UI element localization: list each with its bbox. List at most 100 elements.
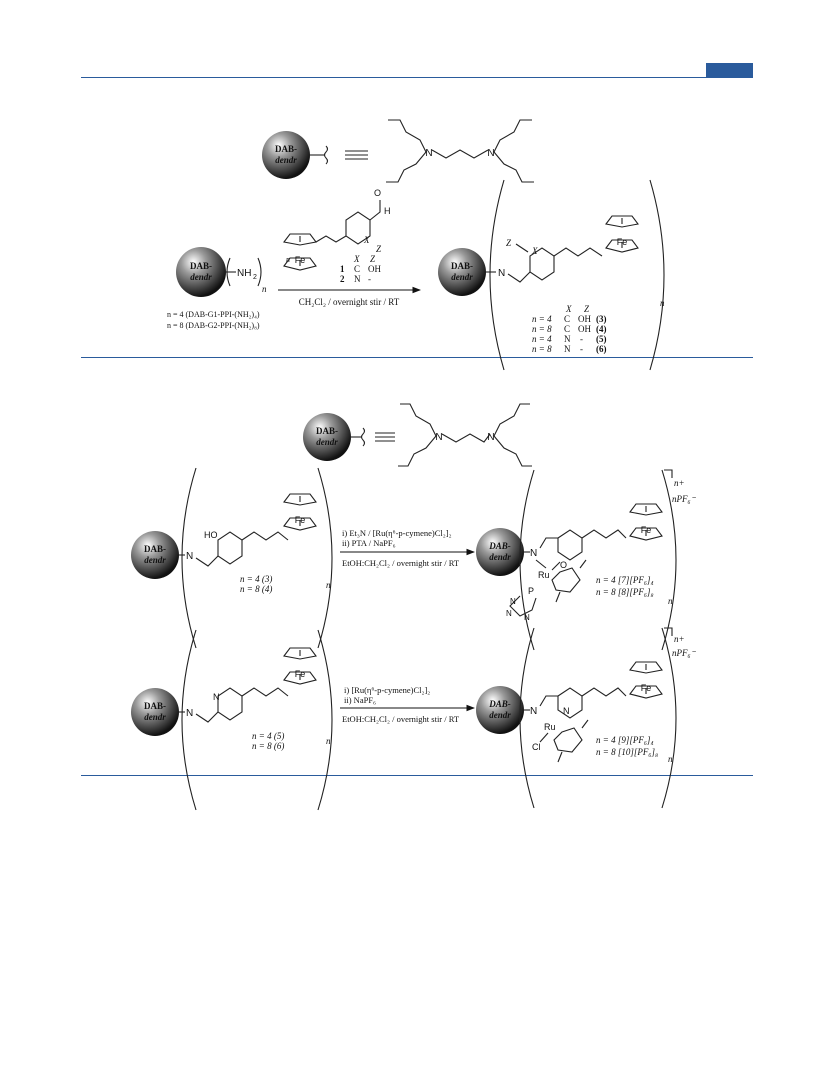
conditions-3a: i) [Ru(η⁶-p-cymene)Cl₂]₂ <box>344 685 430 695</box>
svg-text:N: N <box>530 548 537 559</box>
header-tab-block <box>706 63 753 77</box>
svg-text:Z: Z <box>376 244 382 254</box>
svg-text:DAB-: DAB- <box>190 261 212 271</box>
dab-skeleton: N N <box>386 119 534 183</box>
svg-text:n: n <box>262 284 267 294</box>
svg-text:n+: n+ <box>674 478 685 488</box>
n-atom-left: N <box>425 148 432 159</box>
svg-text:n = 4: n = 4 <box>532 334 552 344</box>
svg-text:C: C <box>354 264 360 274</box>
start-3-4: DAB- dendr N HO Fe n <box>131 467 333 649</box>
product-label-7: n = 4 [7][PF₆]₄ <box>596 575 654 585</box>
svg-text:C: C <box>564 314 570 324</box>
svg-text:-: - <box>368 274 371 284</box>
svg-text:N: N <box>213 692 220 702</box>
svg-text:X: X <box>531 246 538 256</box>
svg-text:(5): (5) <box>596 334 607 344</box>
svg-text:N: N <box>564 334 571 344</box>
svg-text:NH: NH <box>237 268 251 279</box>
svg-text:N: N <box>498 268 505 279</box>
svg-text:O: O <box>374 188 381 198</box>
svg-text:Ru: Ru <box>538 570 550 580</box>
svg-text:dendr: dendr <box>316 437 338 447</box>
svg-text:OH: OH <box>578 324 591 334</box>
svg-text:dendr: dendr <box>144 712 166 722</box>
n-atom-right: N <box>487 148 494 159</box>
start-label-n8: n = 8 (DAB-G2-PPI-(NH₂)₈) <box>167 321 260 330</box>
svg-text:X: X <box>353 254 360 264</box>
product-label-8: n = 8 [8][PF₆]₈ <box>596 587 654 597</box>
svg-text:n = 4: n = 4 <box>532 314 552 324</box>
svg-text:dendr: dendr <box>190 272 212 282</box>
svg-text:DAB-: DAB- <box>316 426 338 436</box>
svg-text:Z: Z <box>370 254 376 264</box>
start-label-6: n = 8 (6) <box>252 741 284 751</box>
svg-text:2: 2 <box>340 274 345 284</box>
svg-text:Cl: Cl <box>532 742 541 752</box>
svg-text:HO: HO <box>204 530 218 540</box>
svg-text:n: n <box>326 736 331 746</box>
svg-text:DAB-: DAB- <box>144 544 166 554</box>
svg-text:n = 8: n = 8 <box>532 324 552 334</box>
svg-text:DAB-: DAB- <box>451 261 473 271</box>
svg-text:N: N <box>524 613 530 622</box>
svg-text:DAB-: DAB- <box>488 699 511 709</box>
svg-text:nPF₆⁻: nPF₆⁻ <box>672 648 697 658</box>
svg-text:Fe: Fe <box>641 525 652 535</box>
svg-text:Ru: Ru <box>544 722 556 732</box>
ferrocenyl-aldehyde-reagent: Fe O H X Z n <box>283 188 391 271</box>
start-label-n4: n = 4 (DAB-G1-PPI-(NH₂)₄) <box>167 310 260 319</box>
product-label-9: n = 4 [9][PF₆]₄ <box>596 735 654 745</box>
svg-text:X: X <box>565 304 572 314</box>
product-label-10: n = 8 [10][PF₆]₈ <box>596 747 658 757</box>
svg-text:(6): (6) <box>596 344 607 354</box>
svg-text:N: N <box>506 609 512 618</box>
svg-text:2: 2 <box>253 274 257 281</box>
svg-text:dendr: dendr <box>489 552 511 562</box>
dab-nh2-starting-material: DAB- dendr NH 2 n <box>176 247 267 297</box>
svg-text:n: n <box>660 298 665 308</box>
conditions-1: CH₂Cl₂ / overnight stir / RT <box>299 297 400 307</box>
svg-text:OH: OH <box>578 314 591 324</box>
svg-text:-: - <box>580 334 583 344</box>
svg-text:n: n <box>668 754 673 764</box>
conditions-2c: EtOH:CH₂Cl₂ / overnight stir / RT <box>342 558 460 568</box>
ru-cl-product-9-10: DAB- dendr n+ nPF₆⁻ N N Fe Ru Cl n <box>476 627 697 809</box>
dab-label-bottom: dendr <box>275 155 297 165</box>
svg-text:n: n <box>286 255 290 264</box>
svg-text:dendr: dendr <box>489 710 511 720</box>
svg-text:N: N <box>186 708 193 719</box>
equivalence-symbol <box>345 150 368 160</box>
svg-text:(3): (3) <box>596 314 607 324</box>
svg-text:H: H <box>384 206 391 216</box>
start-label-5: n = 4 (5) <box>252 731 284 741</box>
dab-dendrimer-sphere: DAB- dendr <box>262 131 329 179</box>
svg-text:n = 8: n = 8 <box>532 344 552 354</box>
svg-text:OH: OH <box>368 264 381 274</box>
svg-text:N: N <box>487 432 494 443</box>
start-5-6: DAB- dendr N N Fe n <box>131 629 333 811</box>
svg-text:dendr: dendr <box>451 272 473 282</box>
start-label-4: n = 8 (4) <box>240 584 272 594</box>
svg-text:O: O <box>560 560 567 570</box>
conditions-2b: ii) PTA / NaPF₆ <box>342 538 396 548</box>
svg-text:X: X <box>363 235 370 245</box>
svg-text:n: n <box>668 596 673 606</box>
conditions-3b: ii) NaPF₆ <box>344 695 376 705</box>
imine-product-3-6: DAB- dendr N X Z Fe n <box>438 179 665 371</box>
scheme-bottom-rule <box>81 775 753 776</box>
reagent-table: X Z 1 C OH 2 N - <box>340 254 381 284</box>
svg-text:N: N <box>354 274 361 284</box>
svg-text:-: - <box>580 344 583 354</box>
svg-text:Fe: Fe <box>295 255 306 265</box>
svg-text:N: N <box>530 706 537 717</box>
svg-text:Z: Z <box>506 238 512 248</box>
svg-text:Fe: Fe <box>295 669 306 679</box>
svg-text:(4): (4) <box>596 324 607 334</box>
scheme-divider <box>81 357 753 358</box>
svg-text:nPF₆⁻: nPF₆⁻ <box>672 494 697 504</box>
svg-text:N: N <box>564 344 571 354</box>
svg-text:N: N <box>186 551 193 562</box>
header-rule <box>81 77 753 78</box>
svg-text:Z: Z <box>584 304 590 314</box>
